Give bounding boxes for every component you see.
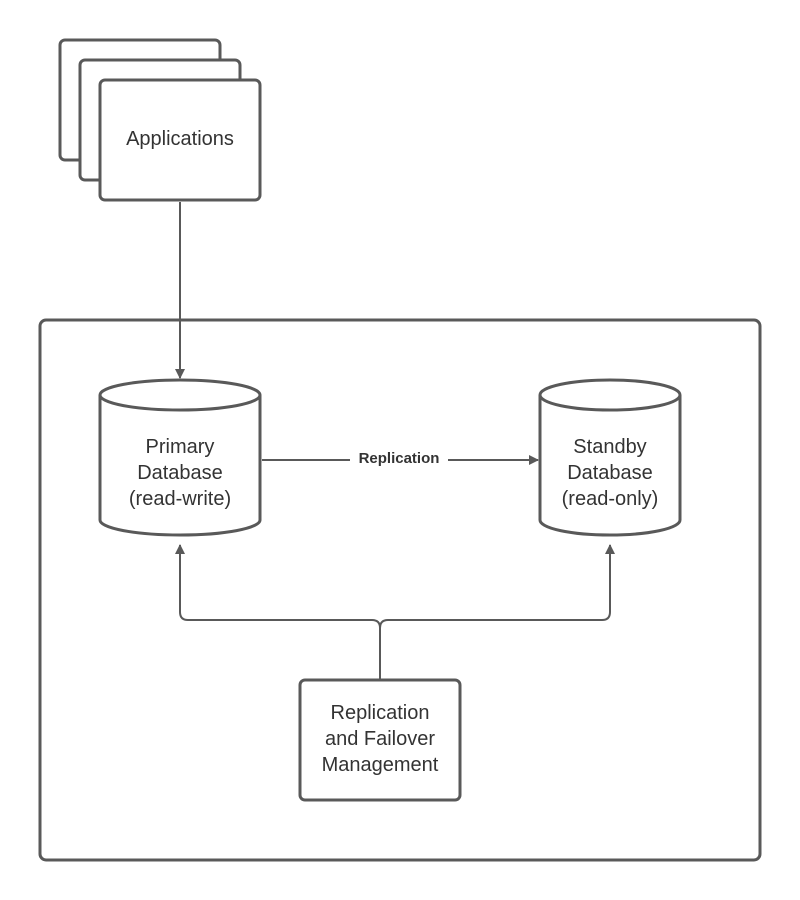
- applications-node: Applications: [58, 38, 262, 202]
- failover-management-label-line1: Replication: [331, 702, 430, 724]
- failover-management-label-line3: Management: [322, 754, 439, 776]
- standby-database-node: Standby Database (read-only): [538, 378, 682, 537]
- management-to-standby-arrow: [379, 544, 615, 629]
- management-connector: [175, 544, 615, 680]
- failover-management-box: [298, 678, 462, 802]
- failover-management-node: Replication and Failover Management: [298, 678, 462, 802]
- failover-management-label-line2: and Failover: [325, 728, 435, 750]
- primary-database-top: [98, 378, 262, 412]
- primary-database-node: Primary Database (read-write): [98, 378, 262, 537]
- primary-database-label-line2: Database: [137, 462, 223, 484]
- standby-database-label-line3: (read-only): [562, 488, 659, 510]
- primary-database-label-line3: (read-write): [129, 488, 231, 510]
- applications-card-front: [98, 78, 262, 202]
- standby-database-top: [538, 378, 682, 412]
- primary-database-label-line1: Primary: [146, 436, 215, 458]
- replication-edge: Replication: [262, 450, 539, 467]
- primary-database-body: [98, 395, 262, 537]
- standby-database-body: [538, 395, 682, 537]
- standby-database-label-line2: Database: [567, 462, 653, 484]
- standby-database-label-line1: Standby: [573, 436, 646, 458]
- replication-edge-label: Replication: [359, 450, 440, 467]
- applications-label: Applications: [126, 128, 234, 150]
